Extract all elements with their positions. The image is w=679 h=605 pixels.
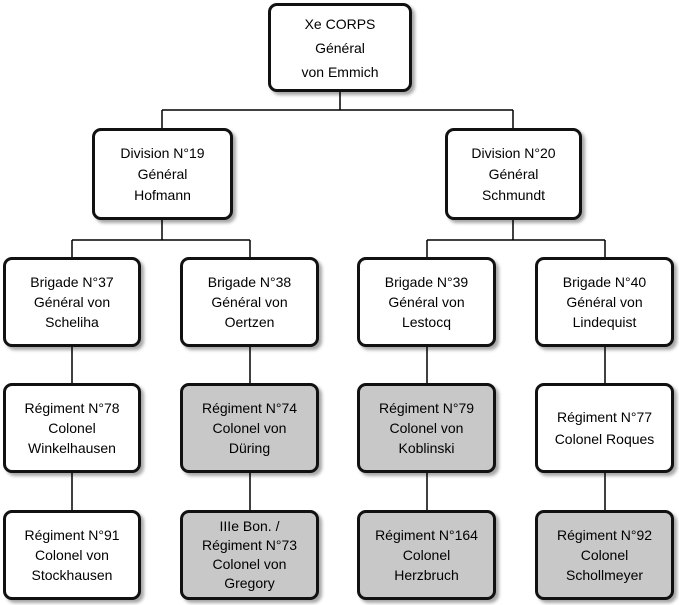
node-line: Koblinski — [398, 440, 455, 456]
node-line: Hofmann — [134, 186, 191, 203]
node-line: Régiment N°73 — [201, 537, 298, 553]
node-line: Schmundt — [481, 186, 546, 203]
node-line: Brigade N°38 — [207, 274, 292, 290]
node-line: Régiment N°77 — [556, 409, 653, 425]
node-line: Général — [137, 165, 188, 182]
node-line: Düring — [228, 440, 271, 456]
node-line: Régiment N°78 — [24, 400, 120, 416]
node-line: Herzbruch — [394, 567, 459, 583]
node-line: Oertzen — [224, 314, 275, 330]
node-line: Colonel Roques — [554, 431, 655, 447]
node-line: Stockhausen — [31, 567, 113, 583]
node-line: Colonel — [580, 547, 629, 563]
node-line: Brigade N°37 — [30, 274, 114, 290]
node-line: Régiment N°164 — [375, 527, 478, 543]
node-line: Lindequist — [572, 314, 637, 330]
node-line: Colonel — [48, 420, 96, 436]
node-line: Régiment N°74 — [201, 400, 298, 416]
node-line: IIIe Bon. / — [219, 518, 280, 534]
node-line: von Emmich — [301, 63, 379, 80]
node-line: Général von — [211, 294, 288, 310]
node-line: Winkelhausen — [28, 440, 116, 456]
node-line: Scheliha — [45, 314, 99, 330]
node-line: Général von — [33, 294, 111, 310]
node-line: Brigade N°40 — [562, 274, 647, 290]
node-line: Schollmeyer — [565, 567, 644, 583]
node-line: Xe CORPS — [304, 15, 376, 32]
node-line: Général von — [388, 294, 465, 310]
node-line: Régiment N°79 — [378, 400, 475, 416]
node-line: Colonel von — [35, 547, 109, 563]
node-line: Colonel von — [212, 556, 287, 572]
node-line: Régiment N°92 — [556, 527, 653, 543]
node-line: Brigade N°39 — [384, 274, 469, 290]
node-line: Colonel von — [389, 420, 464, 436]
node-line: Général — [315, 39, 365, 56]
node-line: Division N°20 — [471, 144, 556, 161]
node-line: Régiment N°91 — [24, 527, 120, 543]
node-line: Colonel von — [212, 420, 287, 436]
node-line: Général — [488, 165, 539, 182]
node-line: Division N°19 — [120, 144, 205, 161]
node-line: Gregory — [224, 575, 275, 591]
node-line: Général von — [566, 294, 643, 310]
node-line: Lestocq — [401, 314, 452, 330]
node-corps: Xe CORPS Général von Emmich — [268, 3, 412, 92]
node-line: Colonel — [402, 547, 451, 563]
